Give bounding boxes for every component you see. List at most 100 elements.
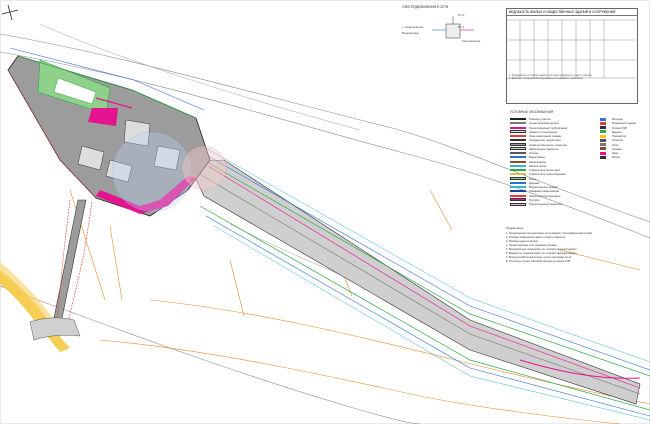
building (123, 119, 151, 147)
legend-label: Водопровод (529, 155, 545, 160)
pipeline-end-marker (519, 359, 641, 379)
detail-label: Водопровод (402, 31, 419, 35)
legend-label: Дренаж (529, 180, 539, 185)
legend-label: Линия электропередачи (529, 193, 561, 198)
building (153, 145, 181, 171)
legend-symbol-label: Опора ЛЭП (612, 125, 627, 130)
terrain-line (0, 33, 650, 223)
legend-label: Водоотводная канава (529, 185, 558, 190)
road-line (109, 225, 123, 301)
site-platform (7, 47, 211, 217)
legend-symbol-label: Знак (612, 151, 619, 156)
legend-swatch (510, 181, 526, 184)
legend-item: Дренаж (510, 181, 596, 185)
legend-item: Асфальтобетонное покрытие (510, 143, 596, 147)
legend-symbol-icon (600, 121, 606, 125)
detail-label: ПГ-1 (458, 25, 465, 29)
legend-swatch (510, 147, 526, 151)
pipeline-connection (95, 97, 133, 109)
road-line (229, 259, 245, 317)
legend-item: Водоотводная канава (510, 185, 596, 189)
legend-label: Ограждение территории (529, 138, 561, 143)
road-line (429, 189, 453, 231)
legend-item: Ливневая канализация (510, 189, 596, 193)
detail-label: Канализация (462, 39, 481, 43)
site-contour (17, 55, 197, 119)
contour-blue (179, 139, 650, 371)
legend-item: Горизонтали существующие (510, 172, 596, 176)
legend-item: Проектируемый трубопровод (510, 126, 596, 130)
connection-detail: УЗЕЛ ПОДКЛЮЧЕНИЯ К СЕТИ ПТ-1 т. подключе… (402, 5, 492, 50)
legend-item: Кабель связи (510, 164, 596, 168)
legend-item: Зона санитарной охраны (510, 134, 596, 138)
road-line (149, 299, 650, 405)
legend-label: Тротуар (529, 197, 540, 202)
pipeline-line (207, 165, 641, 389)
legend-swatch (510, 156, 526, 159)
legend-item: Тротуар (510, 198, 596, 202)
detail-label: ПТ-1 (458, 13, 465, 17)
legend-swatch (510, 135, 526, 138)
legend-swatch (510, 164, 526, 167)
legend-symbol-icon (600, 134, 606, 138)
legend-swatch (510, 139, 526, 142)
legend-label: Щебеночное покрытие (529, 146, 559, 151)
legend-symbol-label: Колодец (612, 117, 624, 122)
north-arrow-icon (1, 4, 19, 21)
road-line (69, 189, 106, 301)
legend-symbol-icon (600, 126, 606, 130)
legend-label: Горизонтали существующие (529, 172, 566, 177)
spec-table-title: ВЕДОМОСТЬ ЖИЛЫХ И ОБЩЕСТВЕННЫХ ЗДАНИЙ И … (507, 9, 637, 16)
legend-swatch (510, 198, 526, 202)
protection-zones (111, 131, 227, 213)
legend-symbol-icon (600, 155, 606, 159)
note-line: 8. Плотность грунта обратной засыпки не … (506, 260, 571, 263)
corridor-boundary (65, 201, 93, 333)
legend-swatch (510, 194, 526, 197)
note-line: 7. Благоустройство выполнить после прокл… (506, 256, 572, 259)
legend-swatch (510, 186, 526, 189)
main-pipeline (173, 129, 650, 421)
legend-label: Кабель связи (529, 163, 547, 168)
road-line (99, 339, 621, 424)
legend-symbol-label: Скамья (612, 146, 622, 151)
legend-label: Существующая дорога (529, 121, 559, 126)
legend-swatch (510, 130, 526, 134)
legend-symbol-icon (600, 138, 606, 142)
note-line: 1. Генеральный план выполнен на основани… (506, 232, 593, 235)
site-contour (9, 47, 205, 111)
legend-item: Щебеночное покрытие (510, 147, 596, 151)
water-protection-zone (111, 131, 193, 213)
legend-swatch (510, 143, 526, 147)
legend-symbol-icon (600, 117, 606, 121)
legend-item: Существующая дорога (510, 121, 596, 125)
terrain-line (39, 23, 361, 131)
legend-item: Водопровод (510, 155, 596, 159)
access-road-pink (96, 176, 196, 214)
contour-blue (205, 215, 650, 417)
legend-symbol-icon (600, 143, 606, 147)
legend-label: Ливневая канализация (529, 189, 559, 194)
building (77, 145, 105, 171)
legend-item: Здания и сооружения (510, 130, 596, 134)
pipeline-zone (187, 159, 641, 405)
legend-item: Горизонтали проектные (510, 168, 596, 172)
spec-table-grid (506, 19, 636, 79)
sanitary-zone (181, 145, 227, 191)
note-line: 3. Размеры даны в метрах (506, 240, 538, 243)
legend-symbol-item: Отметка (597, 138, 645, 142)
legend-symbol-item: Скамья (597, 147, 645, 151)
legend-swatch (510, 118, 526, 121)
building-pink (88, 108, 118, 126)
legend-swatch (510, 126, 526, 129)
legend-symbol-item: Опора ЛЭП (597, 126, 645, 130)
legend-item: Откосы (510, 151, 596, 155)
intake-node (29, 317, 81, 341)
connection-detail-drawing (432, 16, 474, 39)
legend-symbol-icon (600, 147, 606, 151)
legend-item: Граница участка (510, 117, 596, 121)
contour-cyan (213, 225, 650, 421)
corridor-strip (51, 199, 87, 329)
